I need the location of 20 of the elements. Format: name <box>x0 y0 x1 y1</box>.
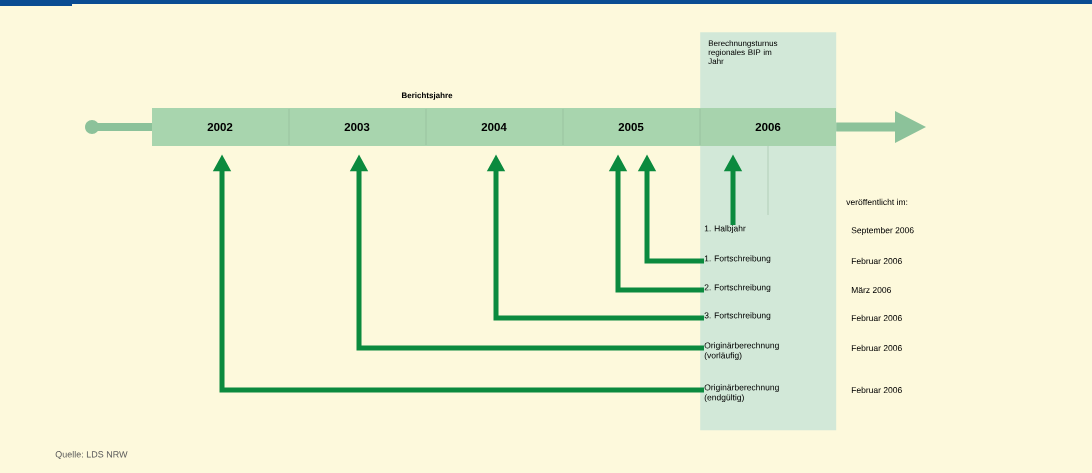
year-cell: 2002 <box>207 122 233 132</box>
text-label: März 2006 <box>851 287 891 293</box>
row-label: Originärberechnung (endgültig) <box>704 384 779 403</box>
year-cell: 2006 <box>755 122 781 132</box>
text-label: veröffentlicht im: <box>846 198 908 206</box>
text-label: Februar 2006 <box>851 344 902 352</box>
row-label: 1. Fortschreibung <box>704 255 771 264</box>
text-label: Februar 2006 <box>851 386 902 394</box>
year-cell: 2005 <box>618 122 644 132</box>
row-label: 1. Halbjahr <box>704 225 746 234</box>
row-label: 2. Fortschreibung <box>704 284 771 293</box>
text-label: September 2006 <box>851 227 914 235</box>
text-label: Berichtsjahre <box>402 92 453 100</box>
caption: Quelle: LDS NRW <box>55 450 128 460</box>
row-label: 3. Fortschreibung <box>704 312 771 321</box>
year-cell: 2003 <box>344 122 370 132</box>
year-cell: 2004 <box>481 122 507 132</box>
text-label: Februar 2006 <box>851 257 902 265</box>
text-label: Februar 2006 <box>851 314 902 322</box>
row-label: Originärberechnung (vorläufig) <box>704 342 779 361</box>
